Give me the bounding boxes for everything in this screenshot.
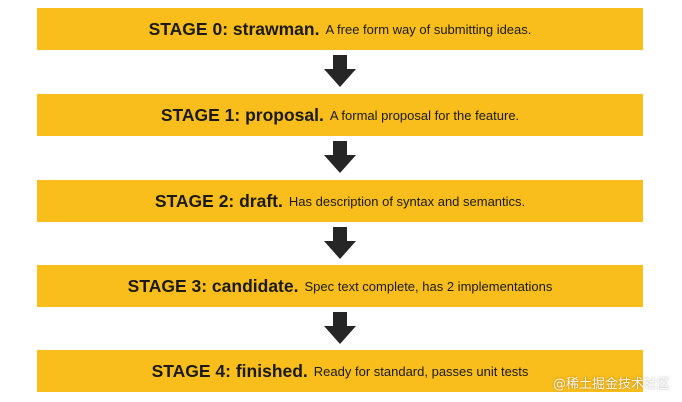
stage-3-title: STAGE 3: candidate. [127, 275, 299, 296]
down-arrow-icon [324, 55, 356, 87]
stage-0-box: STAGE 0: strawman. A free form way of su… [37, 8, 643, 50]
stage-3-box: STAGE 3: candidate. Spec text complete, … [37, 265, 643, 307]
stage-4-title: STAGE 4: finished. [151, 360, 308, 381]
stage-2-title: STAGE 2: draft. [154, 190, 283, 211]
stage-1-title: STAGE 1: proposal. [160, 104, 324, 125]
stage-0-title: STAGE 0: strawman. [148, 18, 320, 39]
watermark: @稀土掘金技术社区 [552, 377, 670, 392]
down-arrow-icon [324, 141, 356, 173]
down-arrow-icon [324, 227, 356, 259]
stage-2-description: Has description of syntax and semantics. [288, 193, 526, 209]
down-arrow-icon [324, 312, 356, 344]
stage-1-description: A formal proposal for the feature. [329, 107, 520, 123]
stage-3-description: Spec text complete, has 2 implementation… [304, 278, 553, 294]
stage-0-description: A free form way of submitting ideas. [325, 21, 532, 37]
stage-4-description: Ready for standard, passes unit tests [313, 363, 529, 379]
stage-1-box: STAGE 1: proposal. A formal proposal for… [37, 94, 643, 136]
stage-4-box: STAGE 4: finished. Ready for standard, p… [37, 350, 643, 392]
stage-2-box: STAGE 2: draft. Has description of synta… [37, 180, 643, 222]
